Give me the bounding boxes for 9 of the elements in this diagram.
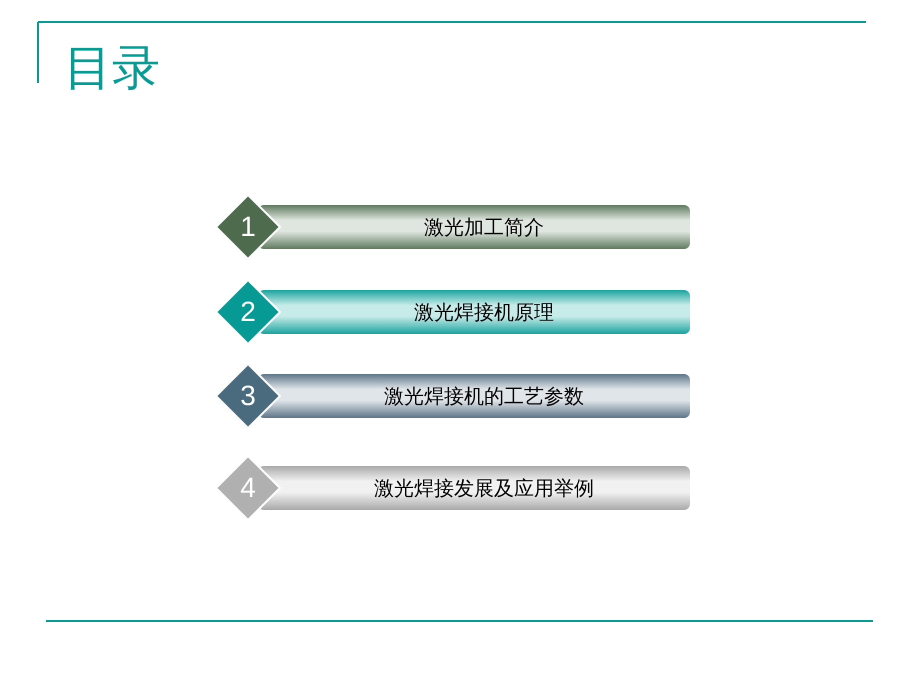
menu-bar: 激光焊接机的工艺参数 bbox=[258, 374, 690, 418]
menu-bar: 激光焊接发展及应用举例 bbox=[258, 466, 690, 510]
menu-bar: 激光加工简介 bbox=[258, 205, 690, 249]
number-diamond: 1 bbox=[215, 194, 281, 260]
number-diamond: 4 bbox=[215, 455, 281, 521]
title: 目录 bbox=[64, 40, 160, 96]
number-diamond: 2 bbox=[215, 279, 281, 345]
number-diamond: 3 bbox=[215, 363, 281, 429]
menu-bar: 激光焊接机原理 bbox=[258, 290, 690, 334]
